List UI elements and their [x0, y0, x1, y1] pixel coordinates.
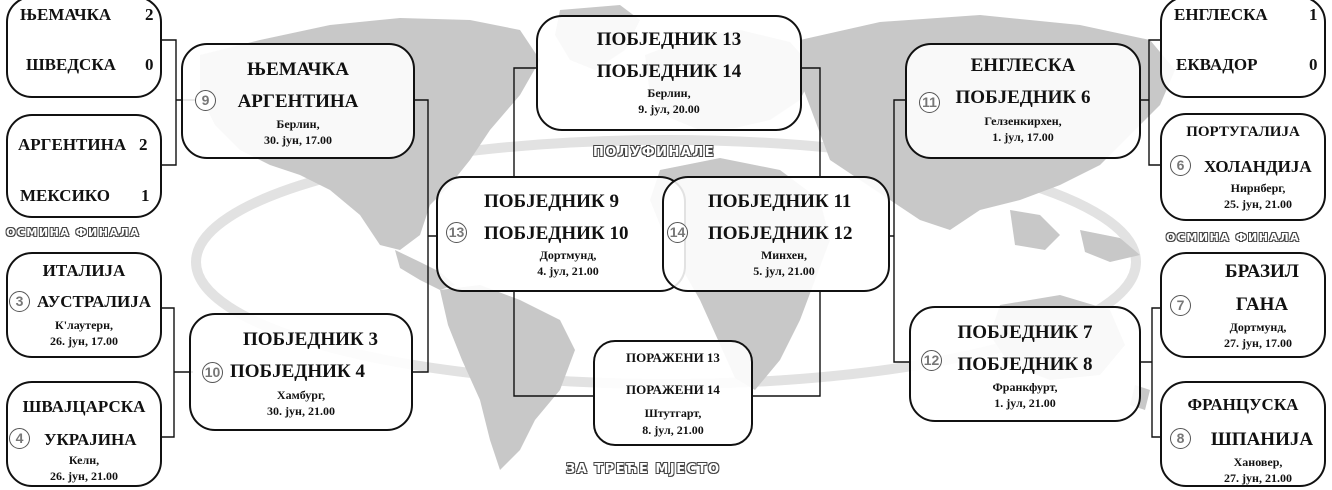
round-of-16-label-left: ОСМИНА ФИНАЛА: [6, 226, 141, 239]
match-date: 30. јун, 21.00: [267, 404, 335, 418]
team-name: ШПАНИЈА: [1210, 429, 1314, 450]
team-name: ПОБЈЕДНИК 8: [957, 354, 1093, 375]
match-date: 4. јул, 21.00: [537, 264, 599, 278]
match-date: 26. јун, 17.00: [50, 334, 118, 348]
match-number-badge: 10: [202, 362, 223, 383]
match-venue: Штутгарт,: [644, 406, 702, 420]
match-venue: Нирнберг,: [1230, 181, 1286, 195]
team-name: УКРАЈИНА: [44, 430, 137, 449]
round-of-16-result-england-ecuador: ЕНГЛЕСКА 1 ЕКВАДОР 0: [1160, 0, 1326, 98]
team-name: ПОРТУГАЛИЈА: [1186, 124, 1300, 140]
team-name: ПОБЈЕДНИК 6: [955, 87, 1091, 108]
match-venue: К'лаутерн,: [55, 318, 113, 332]
match-number-badge: 6: [1170, 155, 1191, 176]
round-of-16-result-germany-sweden: ЊЕМАЧКА 2 ШВЕДСКА 0: [6, 0, 162, 98]
team-name: ФРАНЦУСКА: [1187, 395, 1299, 414]
team-score: 0: [1309, 55, 1318, 74]
match-number-badge: 4: [9, 428, 30, 449]
match-number-badge: 11: [919, 92, 940, 113]
team-name: АРГЕНТИНА: [18, 135, 127, 154]
team-name: ПОБЈЕДНИК 4: [230, 361, 365, 382]
match-14: ПОБЈЕДНИК 11 ПОБЈЕДНИК 12 Минхен, 5. јул…: [662, 176, 890, 292]
match-number-badge: 13: [446, 222, 467, 243]
team-name: ПОБЈЕДНИК 13: [596, 29, 742, 50]
match-number-badge: 12: [921, 350, 942, 371]
team-name: ШВЕДСКА: [26, 55, 116, 74]
team-name: ХОЛАНДИЈА: [1204, 157, 1312, 176]
match-venue: Минхен,: [760, 248, 808, 262]
match-10: ПОБЈЕДНИК 3 ПОБЈЕДНИК 4 Хамбург, 30. јун…: [189, 313, 413, 431]
match-number-badge: 9: [195, 90, 216, 111]
match-date: 27. јун, 21.00: [1224, 471, 1292, 485]
match-date: 1. јул, 21.00: [994, 396, 1056, 410]
team-name: ЊЕМАЧКА: [247, 59, 349, 80]
match-11: ЕНГЛЕСКА ПОБЈЕДНИК 6 Гелзенкирхен, 1. ју…: [905, 43, 1141, 159]
team-name: ГАНА: [1235, 294, 1289, 315]
team-name: МЕКСИКО: [20, 186, 110, 205]
third-place-label: ЗА ТРЕЋЕ МЈЕСТО: [566, 462, 721, 477]
final-match: ПОБЈЕДНИК 13 ПОБЈЕДНИК 14 Берлин, 9. јул…: [536, 15, 802, 131]
team-name: ПОБЈЕДНИК 10: [484, 223, 629, 244]
team-score: 1: [1309, 5, 1318, 24]
match-12: ПОБЈЕДНИК 7 ПОБЈЕДНИК 8 Франкфурт, 1. ју…: [909, 306, 1141, 422]
match-13: ПОБЈЕДНИК 9 ПОБЈЕДНИК 10 Дортмунд, 4. ју…: [436, 176, 686, 292]
match-number-badge: 3: [9, 291, 30, 312]
match-9: ЊЕМАЧКА АРГЕНТИНА Берлин, 30. јун, 17.00: [181, 43, 415, 159]
team-name: ПОБЈЕДНИК 7: [957, 322, 1093, 343]
match-venue: Франкфурт,: [992, 380, 1058, 394]
team-name: ПОРАЖЕНИ 13: [626, 350, 720, 365]
match-8: ФРАНЦУСКА ШПАНИЈА Хановер, 27. јун, 21.0…: [1160, 381, 1326, 487]
team-score: 2: [145, 5, 154, 24]
match-4: ШВАЈЦАРСКА УКРАЈИНА Келн, 26. јун, 21.00: [6, 381, 162, 487]
match-venue: Хамбург,: [276, 388, 326, 402]
match-date: 1. јул, 17.00: [992, 130, 1054, 144]
team-name: ПОБЈЕДНИК 12: [708, 223, 853, 244]
match-date: 30. јун, 17.00: [264, 133, 332, 147]
team-score: 1: [141, 186, 150, 205]
match-venue: Берлин,: [276, 117, 320, 131]
team-name: ПОРАЖЕНИ 14: [626, 382, 720, 397]
match-date: 8. јул, 21.00: [642, 423, 704, 437]
team-name: ЕНГЛЕСКА: [1174, 5, 1268, 24]
match-number-badge: 8: [1170, 428, 1191, 449]
team-name: БРАЗИЛ: [1225, 261, 1299, 282]
match-date: 5. јул, 21.00: [753, 264, 815, 278]
team-score: 2: [139, 135, 148, 154]
team-name: ЕНГЛЕСКА: [970, 55, 1076, 76]
match-date: 25. јун, 21.00: [1224, 197, 1292, 211]
round-of-16-label-right: ОСМИНА ФИНАЛА: [1166, 231, 1301, 244]
team-score: 0: [145, 55, 154, 74]
match-venue: Келн,: [68, 453, 100, 467]
team-name: ПОБЈЕДНИК 11: [708, 191, 852, 212]
team-name: АРГЕНТИНА: [237, 91, 359, 112]
match-6: ПОРТУГАЛИЈА ХОЛАНДИЈА Нирнберг, 25. јун,…: [1160, 113, 1326, 221]
match-venue: Дортмунд,: [1229, 320, 1287, 334]
semifinal-label: ПОЛУФИНАЛЕ: [593, 145, 716, 160]
match-venue: Дортмунд,: [539, 248, 597, 262]
team-name: ПОБЈЕДНИК 9: [484, 191, 619, 212]
match-number-badge: 14: [667, 222, 688, 243]
match-date: 9. јул, 20.00: [638, 102, 700, 116]
match-date: 27. јун, 17.00: [1224, 336, 1292, 350]
round-of-16-result-argentina-mexico: АРГЕНТИНА 2 МЕКСИКО 1: [6, 114, 162, 218]
match-3: ИТАЛИЈА АУСТРАЛИЈА К'лаутерн, 26. јун, 1…: [6, 252, 162, 358]
match-number-badge: 7: [1170, 295, 1191, 316]
team-name: ПОБЈЕДНИК 14: [596, 61, 742, 82]
third-place-match: ПОРАЖЕНИ 13 ПОРАЖЕНИ 14 Штутгарт, 8. јул…: [593, 340, 753, 446]
match-venue: Берлин,: [647, 86, 691, 100]
team-name: ШВАЈЦАРСКА: [22, 397, 146, 416]
team-name: ПОБЈЕДНИК 3: [243, 329, 378, 350]
team-name: ИТАЛИЈА: [42, 261, 126, 280]
team-name: ЕКВАДОР: [1176, 55, 1258, 74]
match-venue: Гелзенкирхен,: [984, 114, 1062, 128]
match-venue: Хановер,: [1233, 455, 1283, 469]
team-name: ЊЕМАЧКА: [20, 5, 112, 24]
team-name: АУСТРАЛИЈА: [37, 292, 152, 311]
match-date: 26. јун, 21.00: [50, 469, 118, 483]
